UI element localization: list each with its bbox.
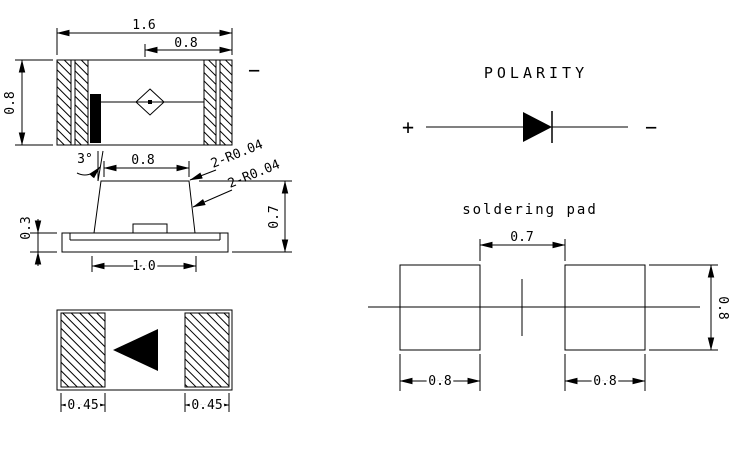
cathode-mark-bar bbox=[90, 94, 101, 143]
dim-base-thickness: 0.3 bbox=[19, 216, 57, 266]
polarity-section: POLARITY + − bbox=[402, 64, 657, 143]
dim-label-height: 0.7 bbox=[267, 205, 282, 228]
leader-line bbox=[189, 169, 217, 181]
bottom-view-outline bbox=[56, 309, 233, 391]
dim-label-height: 0.8 bbox=[3, 91, 18, 114]
drawing-root: 1.6 0.8 0.8 − bbox=[3, 18, 730, 416]
left-pad bbox=[399, 264, 481, 351]
dim-label-right-pad-width: 0.8 bbox=[593, 374, 616, 389]
radius-callouts: 2-R0.04 2-R0.04 bbox=[189, 137, 282, 208]
angle-annotation: 3° bbox=[76, 150, 104, 182]
dim-label-top-width: 0.8 bbox=[131, 153, 154, 168]
bottom-protrusion bbox=[132, 223, 168, 234]
angle-leader-arc bbox=[76, 166, 101, 179]
dim-right-pad-width: 0.8 bbox=[564, 354, 646, 392]
bottom-view: 0.45 0.45 bbox=[56, 309, 233, 416]
dim-label-right-terminal: 0.45 bbox=[191, 398, 222, 413]
dim-label-base-thickness: 0.3 bbox=[19, 216, 34, 239]
dim-label-pad-gap: 0.7 bbox=[510, 230, 533, 245]
diode-triangle bbox=[523, 112, 552, 142]
plus-symbol: + bbox=[402, 115, 414, 139]
dim-pad-height: 0.8 bbox=[649, 264, 730, 351]
right-pad bbox=[564, 264, 646, 351]
dim-label-half-width: 0.8 bbox=[174, 36, 197, 51]
polarity-title: POLARITY bbox=[484, 64, 588, 82]
dim-right-terminal: 0.45 bbox=[184, 393, 230, 416]
body-profile bbox=[93, 180, 196, 234]
led-chip-diamond bbox=[135, 88, 165, 116]
dim-height: 0.8 bbox=[3, 59, 53, 146]
polarity-triangle bbox=[113, 329, 158, 371]
side-view: 3° 0.8 2-R0.04 2-R0.04 0.7 bbox=[19, 137, 292, 277]
cathode-minus-mark: − bbox=[248, 58, 260, 82]
angle-slant-line bbox=[97, 150, 104, 182]
dim-left-pad-width: 0.8 bbox=[399, 354, 481, 392]
dim-label-total-width: 1.6 bbox=[132, 18, 155, 33]
dim-pad-gap: 0.7 bbox=[479, 228, 566, 261]
dim-label-left-pad-width: 0.8 bbox=[428, 374, 451, 389]
led-chip-center-dot bbox=[148, 100, 152, 104]
base-flange bbox=[61, 232, 229, 253]
leader-line bbox=[192, 189, 233, 208]
angle-label: 3° bbox=[77, 152, 93, 167]
right-terminal-hatch-outer bbox=[219, 59, 233, 146]
dim-label-bottom-width: 1.0 bbox=[132, 259, 155, 274]
dim-label-pad-height: 0.8 bbox=[715, 296, 730, 319]
dim-bottom-width: 1.0 bbox=[91, 256, 197, 277]
left-terminal-hatch-inner bbox=[74, 59, 89, 146]
right-pad-hatch bbox=[184, 312, 230, 388]
right-terminal-hatch-inner bbox=[203, 59, 217, 146]
dim-top-width: 0.8 bbox=[103, 151, 190, 177]
left-terminal-hatch-outer bbox=[56, 59, 72, 146]
dim-left-terminal: 0.45 bbox=[60, 393, 106, 416]
soldering-pad-section: soldering pad 0.7 0.8 0.8 bbox=[368, 202, 730, 392]
minus-symbol: − bbox=[645, 115, 657, 139]
dim-label-left-terminal: 0.45 bbox=[67, 398, 98, 413]
top-view: 1.6 0.8 0.8 − bbox=[3, 18, 260, 146]
left-pad-hatch bbox=[60, 312, 106, 388]
dim-half-width: 0.8 bbox=[144, 34, 233, 57]
soldering-pad-title: soldering pad bbox=[462, 202, 598, 218]
dim-height: 0.7 bbox=[199, 180, 292, 253]
